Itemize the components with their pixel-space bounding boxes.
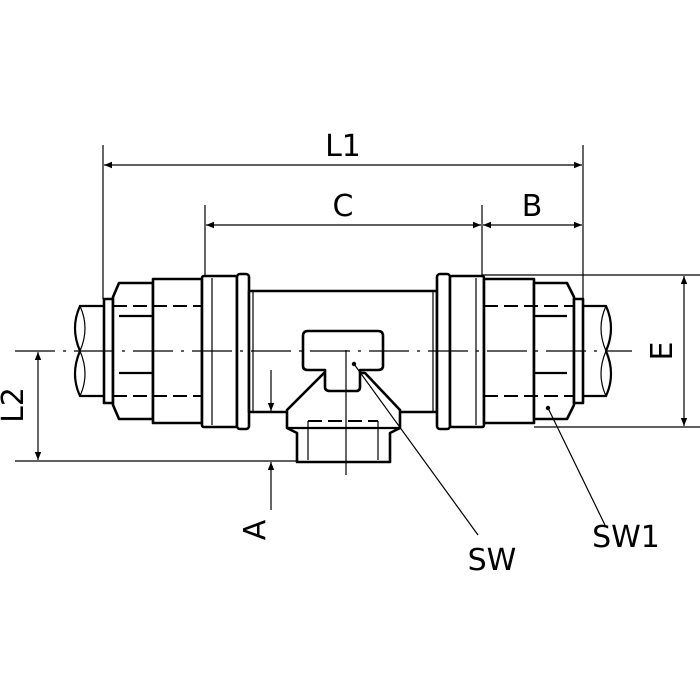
- label-c: C: [333, 189, 354, 224]
- sw-hex-flat: [301, 329, 385, 393]
- leader-sw1: SW1: [545, 405, 660, 555]
- dimension-e: E: [645, 276, 688, 426]
- label-sw1: SW1: [592, 520, 660, 555]
- dimension-l2: L2: [0, 352, 42, 460]
- dimension-b: B: [483, 189, 582, 229]
- dimension-a: A: [238, 370, 275, 540]
- dimension-c: C: [206, 189, 481, 229]
- dimension-l1: L1: [104, 129, 582, 169]
- extension-lines: [15, 145, 700, 462]
- label-b: B: [522, 189, 543, 224]
- branch-boss: [285, 329, 402, 464]
- label-e: E: [645, 342, 680, 361]
- leader-sw: SW: [351, 361, 517, 578]
- label-l1: L1: [325, 129, 361, 164]
- label-a: A: [238, 519, 273, 540]
- label-l2: L2: [0, 387, 31, 423]
- label-sw: SW: [468, 543, 517, 578]
